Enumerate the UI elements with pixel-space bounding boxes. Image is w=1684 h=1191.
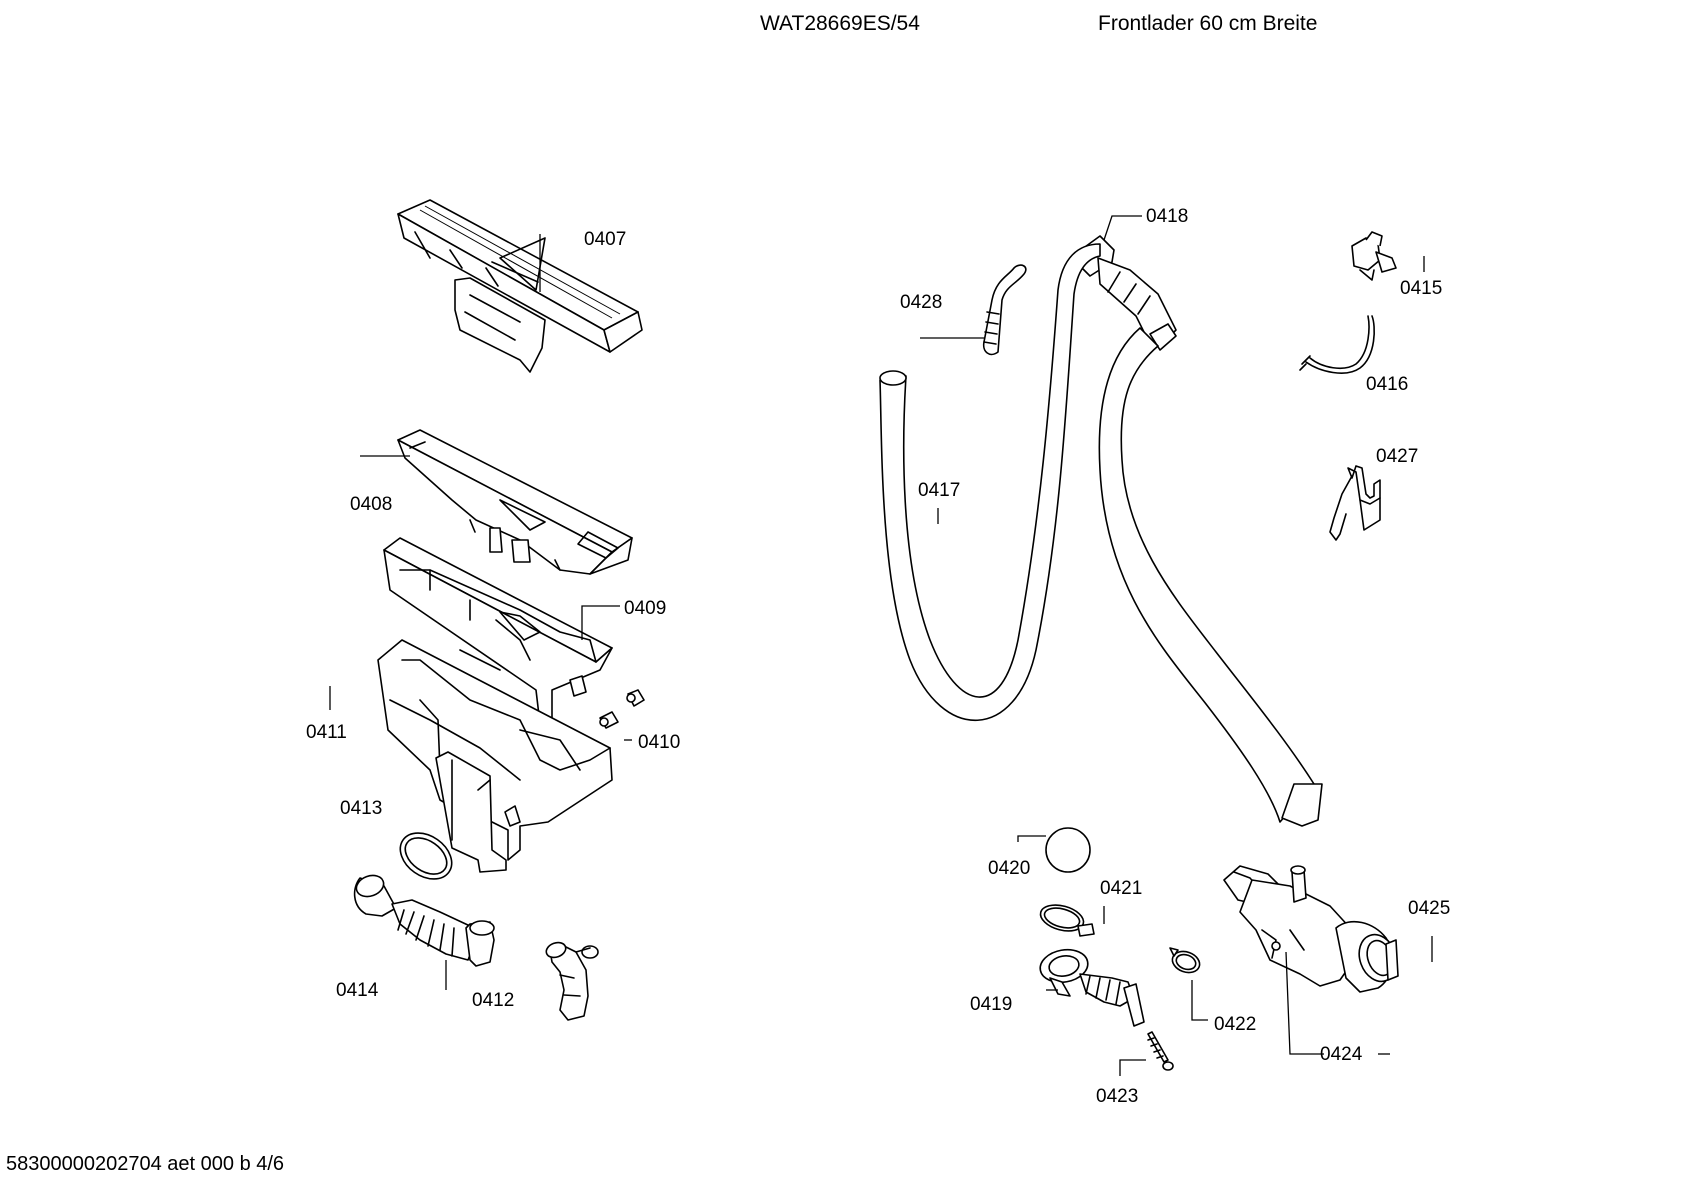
document-code: 58300000202704 aet 000 b 4/6: [6, 1153, 285, 1175]
part-label-0418: 0418: [1146, 206, 1188, 227]
part-0416-pressure-tube: [1299, 315, 1375, 374]
part-label-0409: 0409: [624, 598, 666, 619]
part-0420-round-cap: [1045, 827, 1091, 873]
part-label-0424: 0424: [1320, 1044, 1363, 1065]
part-0422-clamp-small: [1169, 947, 1201, 974]
part-0408-detergent-drawer: [397, 429, 633, 575]
part-label-0408: 0408: [350, 494, 392, 515]
part-0417-long-hose: [879, 243, 1101, 722]
part-0411-housing-lower: [377, 639, 613, 873]
leader-0422: [1191, 980, 1208, 1021]
part-0427-hose-clip: [1329, 465, 1381, 541]
part-0421-hose-clamp: [1039, 904, 1095, 937]
part-0415-pressure-switch: [1351, 231, 1397, 281]
part-0423-screw: [1147, 1031, 1174, 1071]
part-label-0428: 0428: [900, 292, 942, 313]
part-0428-small-hose: [982, 264, 1027, 356]
part-label-0410: 0410: [638, 732, 680, 753]
part-label-0412: 0412: [472, 990, 514, 1011]
leader-0420: [1017, 835, 1046, 842]
product-description: Frontlader 60 cm Breite: [1098, 12, 1318, 35]
part-label-0417: 0417: [918, 480, 960, 501]
leader-0409: [581, 605, 620, 640]
part-0407-drawer-cover: [397, 199, 643, 373]
part-label-0420: 0420: [988, 858, 1030, 879]
part-label-0427: 0427: [1376, 446, 1418, 467]
part-0409-housing-upper: [383, 537, 613, 727]
part-label-0413: 0413: [340, 798, 382, 819]
part-0425-drain-pump: [1223, 865, 1399, 993]
part-0410-nozzles: [599, 689, 645, 729]
leader-0423: [1119, 1059, 1146, 1076]
part-label-0421: 0421: [1100, 878, 1142, 899]
part-0418-drain-hose: [1098, 327, 1323, 827]
leader-0424: [1285, 951, 1324, 1055]
part-label-0425: 0425: [1408, 898, 1450, 919]
model-number: WAT28669ES/54: [760, 12, 920, 35]
part-label-0422: 0422: [1214, 1014, 1256, 1035]
part-label-0407: 0407: [584, 229, 626, 250]
part-label-0414: 0414: [336, 980, 379, 1001]
part-0419-pump-inlet: [1039, 948, 1145, 1027]
part-label-0423: 0423: [1096, 1086, 1138, 1107]
leader-0418: [1103, 215, 1142, 241]
part-label-0419: 0419: [970, 994, 1012, 1015]
part-label-0415: 0415: [1400, 278, 1442, 299]
part-label-0411: 0411: [306, 722, 347, 743]
part-0413-seal-ring: [399, 832, 453, 880]
part-0414-bellows-hose: [353, 874, 495, 967]
part-0412-elbow-hose: [545, 941, 599, 1021]
part-label-0416: 0416: [1366, 374, 1408, 395]
